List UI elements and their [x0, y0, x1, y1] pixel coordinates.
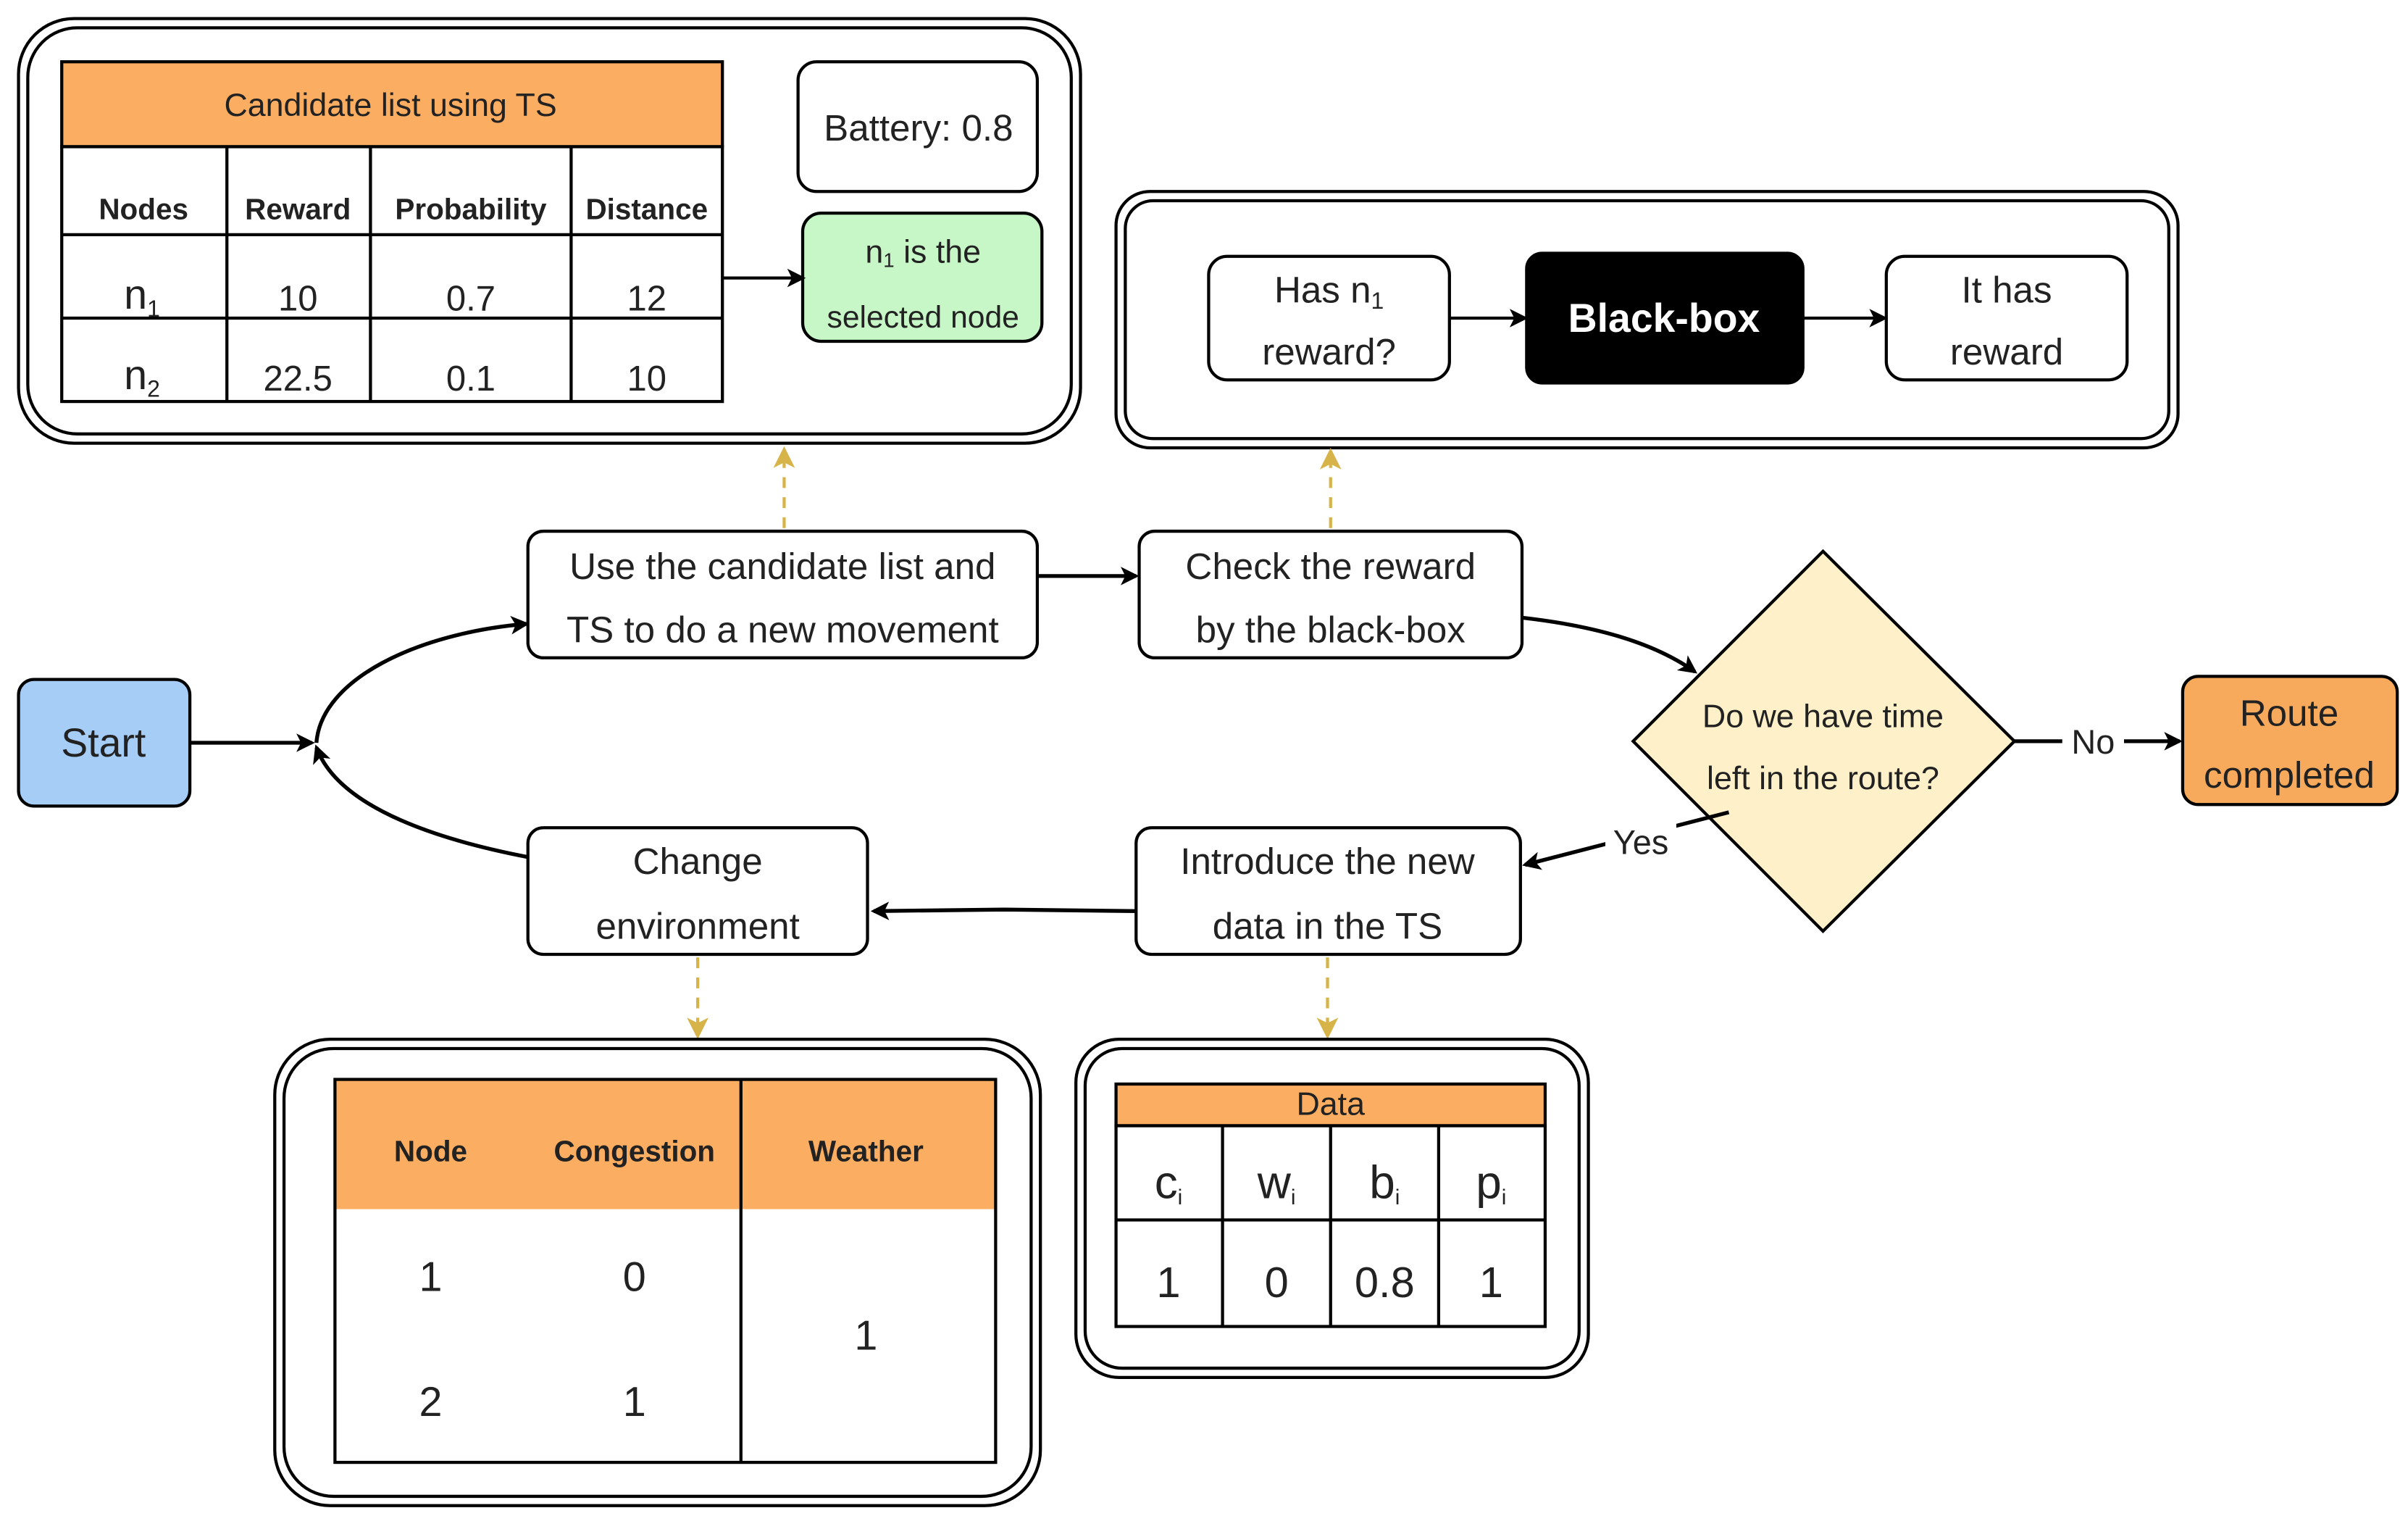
candidate-table: Candidate list using TS Nodes Reward Pro…: [60, 60, 724, 404]
env-row-node: 1: [419, 1254, 442, 1301]
step-introduce-data: Introduce the new data in the TS: [1134, 826, 1522, 957]
env-row-node: 2: [419, 1379, 442, 1425]
environment-table: Node Congestion Weather 1 0 2 1 1: [333, 1078, 998, 1465]
change-env-line1: Change: [633, 841, 763, 882]
question-line1: Has n1: [1274, 270, 1384, 314]
row-distance: 12: [627, 279, 667, 318]
introduce-data-line1: Introduce the new: [1180, 841, 1475, 882]
step-use-candidate: Use the candidate list and TS to do a ne…: [526, 529, 1040, 659]
decision-line1: Do we have time: [1702, 699, 1944, 735]
row-probability: 0.1: [446, 359, 496, 399]
row-reward: 10: [278, 279, 318, 318]
data-header-b: bi: [1369, 1157, 1400, 1210]
env-weather-value: 1: [854, 1312, 877, 1359]
selected-node-box: n1 is the selected node: [800, 211, 1044, 343]
yes-label: Yes: [1613, 823, 1668, 861]
no-label: No: [2071, 723, 2115, 761]
question-line2: reward?: [1262, 331, 1396, 372]
introduce-to-change-arrow: [870, 901, 1137, 920]
question-box: Has n1 reward?: [1207, 254, 1451, 382]
env-header-weather: Weather: [808, 1135, 924, 1168]
data-header-p: pi: [1476, 1157, 1506, 1210]
decision-node: Do we have time left in the route?: [1631, 549, 2017, 934]
data-panel: Data ci wi bi pi 1 0 0.8 1: [1074, 1038, 1590, 1379]
check-reward-line2: by the black-box: [1196, 609, 1466, 650]
row-distance: 10: [627, 359, 667, 399]
environment-panel: Node Congestion Weather 1 0 2 1 1: [273, 1038, 1042, 1507]
blackbox-panel: Has n1 reward? Black-box It has reward: [1114, 190, 2180, 450]
data-table: Data ci wi bi pi 1 0 0.8 1: [1114, 1082, 1547, 1328]
candidate-table-title: Candidate list using TS: [224, 87, 556, 123]
yes-label-bg: [1605, 821, 1677, 865]
table-row: 1 0: [419, 1254, 645, 1301]
end-line1: Route: [2240, 693, 2338, 734]
env-row-congestion: 1: [623, 1379, 646, 1425]
data-header-w: wi: [1257, 1157, 1296, 1210]
no-label-bg: [2062, 720, 2124, 763]
check-reward-line1: Check the reward: [1185, 546, 1476, 587]
data-header-c: ci: [1155, 1157, 1183, 1210]
data-table-title: Data: [1297, 1086, 1366, 1122]
row-probability: 0.7: [446, 279, 496, 318]
end-line2: completed: [2204, 754, 2375, 796]
table-row: n2 22.5 0.1 10: [124, 352, 666, 402]
table-row: 2 1: [419, 1379, 645, 1425]
introduce-data-line2: data in the TS: [1213, 906, 1442, 947]
battery-box: Battery: 0.8: [796, 60, 1040, 193]
use-candidate-line2: TS to do a new movement: [567, 609, 999, 650]
decision-line2: left in the route?: [1707, 760, 1939, 796]
loop-lower-arrow: [313, 744, 529, 859]
data-value-b: 0.8: [1355, 1258, 1415, 1307]
col-header-nodes: Nodes: [99, 193, 188, 226]
selected-node-line1: n1 is the: [865, 233, 981, 271]
end-node: Route completed: [2181, 675, 2399, 807]
candidate-panel: Candidate list using TS Nodes Reward Pro…: [17, 17, 1082, 445]
answer-line2: reward: [1950, 331, 2063, 372]
data-value-c: 1: [1156, 1258, 1180, 1307]
env-header-congestion: Congestion: [553, 1135, 715, 1168]
start-node: Start: [17, 678, 192, 808]
answer-box: It has reward: [1884, 254, 2129, 382]
data-value-p: 1: [1479, 1258, 1503, 1307]
row-reward: 22.5: [264, 359, 333, 399]
row-node: n2: [124, 352, 160, 402]
loop-upper-arrow: [314, 615, 530, 743]
col-header-distance: Distance: [585, 193, 708, 226]
selected-node-line2: selected node: [827, 300, 1019, 335]
battery-label: Battery: 0.8: [824, 107, 1013, 149]
table-row: n1 10 0.7 12: [124, 272, 666, 322]
col-header-probability: Probability: [395, 193, 547, 226]
step-change-env: Change environment: [526, 826, 869, 957]
answer-line1: It has: [1962, 270, 2052, 311]
env-header-node: Node: [394, 1135, 467, 1168]
row-node: n1: [124, 272, 160, 322]
start-label: Start: [61, 720, 146, 765]
blackbox-label: Black-box: [1568, 296, 1760, 341]
col-header-reward: Reward: [245, 193, 351, 226]
blackbox-box: Black-box: [1525, 251, 1805, 385]
step-check-reward: Check the reward by the black-box: [1137, 529, 1524, 659]
check-to-decision-arrow: [1521, 615, 1698, 674]
data-value-w: 0: [1265, 1258, 1289, 1307]
env-row-congestion: 0: [623, 1254, 646, 1301]
change-env-line2: environment: [595, 906, 799, 947]
use-candidate-line1: Use the candidate list and: [569, 546, 995, 587]
